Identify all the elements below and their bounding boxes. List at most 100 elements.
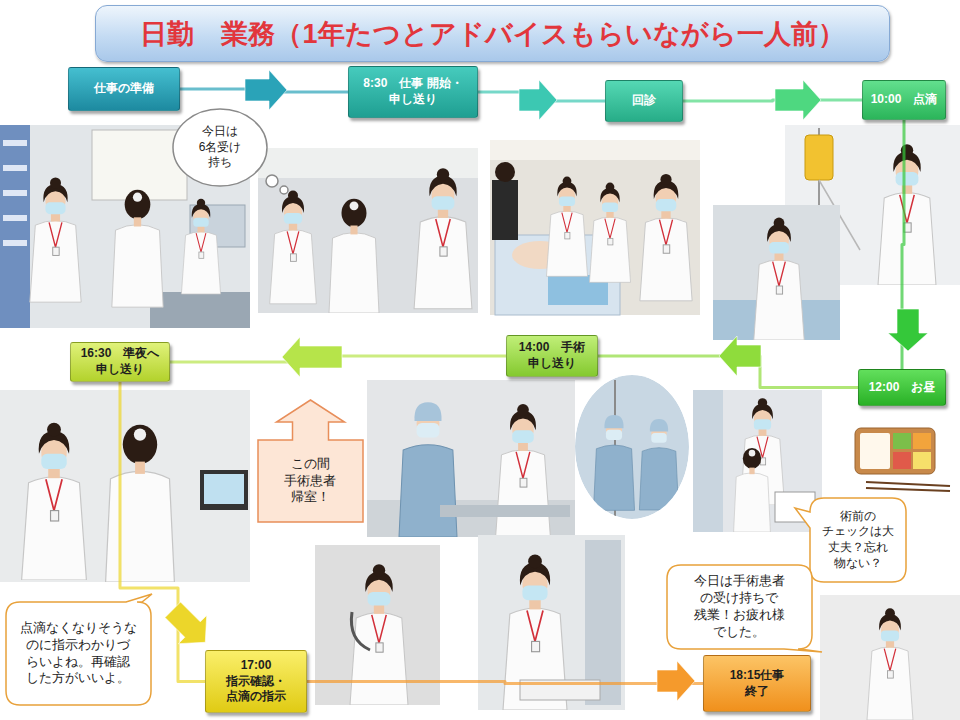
node-label: 16:30 準夜へ 申し送り <box>78 346 162 377</box>
photo-preparation <box>3 240 27 246</box>
speech-callout: 今日は手術患者 の受け持ちで 残業！お疲れ様 でした。 <box>667 565 812 649</box>
photo-phone-check <box>350 564 408 705</box>
title: 日勤 業務（1年たつとアドバイスもらいながら一人前） <box>140 16 844 52</box>
connector-line <box>683 100 862 101</box>
arrow-callout-shape <box>258 400 363 522</box>
node-label: 点滴なくなりそうな のに指示わかりづ らいよね。再確認 した方がいいよ。 <box>18 620 139 688</box>
photo-preparation <box>3 190 27 196</box>
photo-drip <box>805 135 833 180</box>
block-arrow <box>519 80 557 120</box>
block-arrow <box>888 309 928 351</box>
photo-preop-check <box>693 390 723 532</box>
photo-finish <box>867 608 913 720</box>
photo-preparation <box>0 125 30 328</box>
photo-preparation <box>112 190 163 307</box>
photo-surgery-handover <box>367 380 575 537</box>
photo-preparation <box>0 125 250 328</box>
lunch-box <box>855 428 935 474</box>
photo-night-handover <box>0 390 250 582</box>
block-arrow <box>719 336 761 376</box>
flow-arrow <box>170 337 506 377</box>
node-label: 17:00 指示確認・ 点滴の指示 <box>213 658 299 705</box>
photo-handover <box>258 148 478 313</box>
photo-preparation <box>3 165 27 171</box>
node-label: 回診 <box>632 93 656 109</box>
photo-night-handover <box>106 425 175 582</box>
photo-preparation <box>3 215 27 221</box>
lunch-box <box>866 482 950 486</box>
flow-arrow <box>888 120 928 369</box>
block-arrow <box>775 80 821 120</box>
photo-rounds <box>490 140 700 315</box>
photo-night-handover <box>0 390 250 582</box>
photo-rounds <box>495 162 515 182</box>
process-box: 回診 <box>605 80 683 122</box>
photo-preparation <box>30 178 81 303</box>
node-label: 今日は 6名受け 持ち <box>194 124 246 171</box>
lunch-box <box>855 428 950 491</box>
arrow-callout: この間 手術患者 帰室！ <box>258 440 363 522</box>
lunch-box <box>913 452 931 469</box>
photo-drip <box>878 144 936 285</box>
process-box: 仕事の準備 <box>68 67 180 111</box>
photo-night-handover <box>200 470 248 510</box>
photo-preparation <box>181 199 220 294</box>
node-label: 14:00 手術 申し送り <box>514 340 590 371</box>
flow-arrow <box>478 80 605 120</box>
thought-bubble: 今日は 6名受け 持ち <box>172 108 268 187</box>
block-arrow <box>245 70 287 110</box>
photo-drip-bedside <box>713 205 840 340</box>
speech-callout-shape <box>6 594 152 705</box>
photo-surgery-handover <box>440 505 570 517</box>
photo-rounds <box>492 180 518 240</box>
node-label: 8:30 仕事 開始・申し送り <box>356 76 470 107</box>
process-box: 14:00 手術 申し送り <box>506 335 598 377</box>
photo-handover <box>329 199 379 313</box>
photo-night-handover <box>204 474 244 504</box>
flow-arrow <box>683 80 862 120</box>
photo-rounds <box>546 177 587 277</box>
block-arrow <box>165 602 207 644</box>
process-box: 17:00 指示確認・ 点滴の指示 <box>205 650 307 713</box>
photo-rounds <box>589 183 630 283</box>
block-arrow <box>282 337 342 377</box>
node-label: 仕事の準備 <box>94 81 154 97</box>
flow-arrow <box>307 661 703 701</box>
photo-drip-bedside <box>713 205 840 340</box>
photo-preparation <box>150 292 250 328</box>
speech-callout: 術前の チェックは大 丈夫？忘れ 物ない？ <box>810 498 906 582</box>
block-arrow <box>657 661 695 701</box>
node-label: 術前の チェックは大 丈夫？忘れ 物ない？ <box>820 509 896 571</box>
lunch-box <box>893 452 911 469</box>
photo-surgery-corridor <box>575 375 689 520</box>
lunch-box <box>913 433 931 449</box>
photo-finish <box>820 595 960 720</box>
photo-preparation <box>92 130 187 200</box>
node-label: 12:00 お昼 <box>869 380 936 396</box>
photo-surgery-corridor <box>575 375 689 519</box>
title-banner: 日勤 業務（1年たつとアドバイスもらいながら一人前） <box>95 5 890 62</box>
photo-handover <box>258 148 478 313</box>
speech-callout-shape <box>795 498 906 582</box>
process-box: 12:00 お昼 <box>858 369 946 406</box>
photo-rounds <box>640 174 692 301</box>
node-label: この間 手術患者 帰室！ <box>283 456 339 507</box>
photo-rounds <box>490 140 700 315</box>
photo-surgery-corridor <box>639 419 678 510</box>
photo-handover <box>414 168 472 309</box>
process-box: 18:15仕事 終了 <box>703 655 811 712</box>
photo-rounds <box>490 140 700 160</box>
node-label: 今日は手術患者 の受け持ちで 残業！お疲れ様 でした。 <box>692 573 787 641</box>
photo-night-handover <box>22 423 87 580</box>
flow-arrow <box>598 336 858 388</box>
lunch-box <box>893 433 911 449</box>
thought-bubble-shape <box>173 109 267 186</box>
photo-surgery-handover <box>496 404 551 537</box>
photo-preparation <box>0 125 250 328</box>
photo-surgery-handover <box>367 380 575 537</box>
connector-line <box>307 682 703 684</box>
node-label: 10:00 点滴 <box>871 92 938 108</box>
thought-dot <box>280 186 288 194</box>
speech-callout-shape <box>667 565 822 652</box>
